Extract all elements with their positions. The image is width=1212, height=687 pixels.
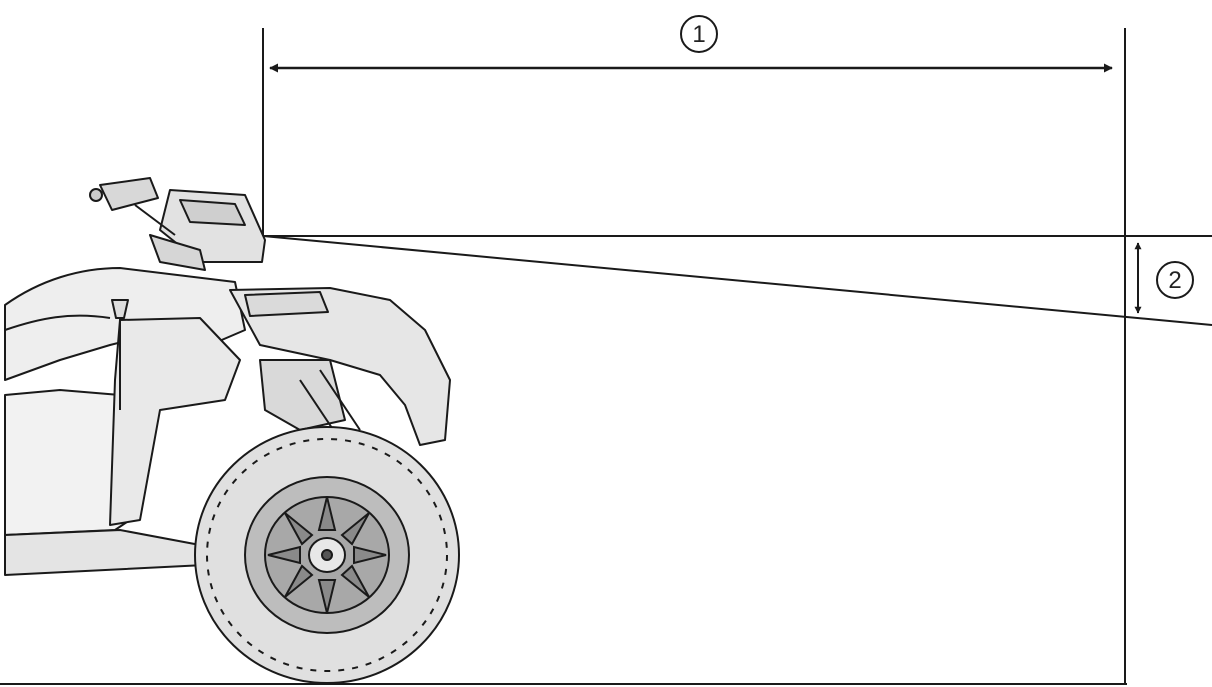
callout-1: 1 [680,15,718,53]
beam-drop-line [262,235,1212,326]
reference-lines [0,28,1212,685]
callout-2: 2 [1156,261,1194,299]
front-wheel [194,426,460,684]
callout-1-circle [680,15,718,53]
mirror [99,177,159,211]
callout-2-label: 2 [1168,267,1181,294]
callout-1-label: 1 [692,21,705,48]
callout-2-circle [1156,261,1194,299]
front-fender [229,287,451,446]
atv-illustration [4,177,451,576]
